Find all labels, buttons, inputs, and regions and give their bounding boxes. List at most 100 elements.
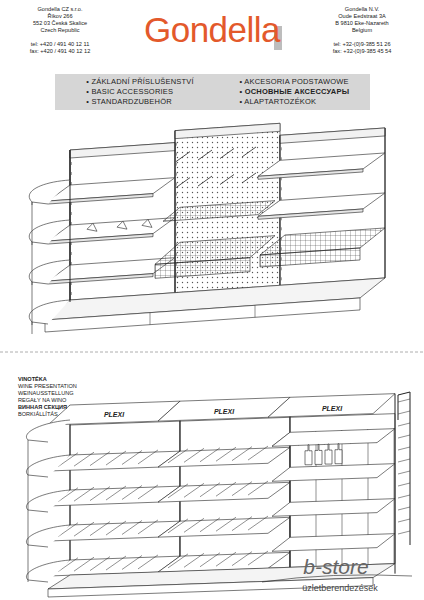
end-cap-shelf [29, 180, 70, 204]
bottle-rail [200, 518, 220, 532]
bottle-rail [200, 483, 220, 497]
bottle-rail [184, 448, 204, 462]
end-cap-shelf [26, 490, 70, 512]
upright-slot [71, 222, 72, 225]
shelf-divider [87, 223, 97, 231]
header-text: REGAŁY NA WINO [18, 397, 66, 403]
header-text: Gondella CZ s.r.o. [37, 6, 82, 12]
wire-basket [260, 248, 360, 267]
upright-slot [176, 193, 177, 196]
header-text: VINOTÉKA [18, 376, 47, 382]
upright-slot [71, 262, 72, 265]
upright-slot [176, 203, 177, 206]
band-column: • AKCESORIA PODSTAWOWE• ОСНОВНЫЕ АКСЕССУ… [240, 77, 350, 107]
upright-slot [176, 143, 177, 146]
bottle-rail [248, 446, 268, 460]
plexi-label: PLEXI [213, 408, 235, 416]
category-text: • STANDARDZUBEHÖR [86, 97, 193, 107]
bottle-rail [248, 516, 268, 530]
bottle-rail [74, 522, 94, 536]
bottle-rail [168, 449, 188, 463]
upright-slot [281, 157, 282, 160]
category-text: • ALAPTARTOZÉKOK [240, 97, 350, 107]
bottle-rail [106, 556, 126, 570]
band-column: • ZÁKLADNÍ PŘÍSLUŠENSTVÍ• BASIC ACCESSOR… [86, 77, 193, 107]
shelf-divider [142, 219, 152, 227]
bottle-rail [184, 553, 204, 567]
end-cap-shelf [29, 300, 70, 324]
end-cap-shelf [29, 220, 70, 244]
category-band: • ZÁKLADNÍ PŘÍSLUŠENSTVÍ• BASIC ACCESSOR… [55, 74, 370, 110]
wine-bottle [305, 445, 312, 465]
end-cap-shelf [26, 525, 70, 547]
wire-basket [155, 258, 250, 279]
bottle-rail [122, 520, 142, 534]
upright-slot [281, 147, 282, 150]
upright-slot [71, 182, 72, 185]
upright-slot [281, 277, 282, 280]
end-cap-shelf [26, 420, 70, 442]
peg-hook [220, 175, 234, 185]
side-frame-rung [398, 507, 410, 510]
bottle-rail [74, 487, 94, 501]
bottle-shelf [48, 521, 180, 541]
end-cap-shelf [26, 560, 70, 582]
header-text: ВИННАЯ СЕКЦИЯ [18, 404, 67, 410]
upright-slot [176, 183, 177, 186]
bottle-rail [106, 486, 126, 500]
side-frame-rung [398, 411, 410, 414]
side-frame [398, 395, 399, 420]
page-divider [0, 352, 424, 353]
shelf-edge [258, 209, 363, 219]
peg-hook [220, 149, 234, 159]
wine-bottle [325, 444, 332, 464]
wire-basket [163, 201, 275, 222]
bottle-rail [200, 553, 220, 567]
shelf-divider [117, 221, 127, 229]
bottle-rail [122, 485, 142, 499]
bottle-rail [184, 518, 204, 532]
upright-slot [176, 153, 177, 156]
bottle-rail [216, 482, 236, 496]
bottle-rail [90, 452, 110, 466]
upright [395, 394, 396, 574]
peg-hook [198, 176, 212, 186]
header-text: Belgium [352, 27, 372, 33]
cubby-shelf [272, 499, 395, 517]
header-text: WINE PRESENTATION [18, 383, 77, 389]
bottle-rail [138, 520, 158, 534]
bottle-rail [90, 522, 110, 536]
side-frame-rung [398, 423, 410, 426]
end-cap-shelf [26, 455, 70, 477]
category-text: • ZÁKLADNÍ PŘÍSLUŠENSTVÍ [86, 77, 193, 87]
upright-slot [176, 233, 177, 236]
peg-hook [198, 150, 212, 160]
side-frame-rung [398, 447, 410, 450]
header-text: Říkov 266 [47, 13, 72, 19]
bottle-rail [90, 557, 110, 571]
bottle-rail [122, 450, 142, 464]
bottle-rail [168, 554, 188, 568]
header-strip [280, 128, 385, 143]
upright-slot [281, 267, 282, 270]
bottle-rail [232, 517, 252, 531]
bottle-rail [184, 483, 204, 497]
upright-slot [281, 197, 282, 200]
shelf-edge [48, 194, 153, 204]
header-text: tel: +420 / 491 40 12 11 [31, 41, 90, 47]
bottle-shelf [158, 482, 290, 502]
cubby-shelf [272, 534, 395, 552]
bottle-shelf [48, 486, 180, 506]
bottle-rail [248, 481, 268, 495]
peg-hook [176, 152, 190, 162]
upright [385, 128, 386, 278]
plexi-label: PLEXI [103, 411, 125, 419]
company-logo: Gondella [144, 10, 280, 50]
upright-slot [71, 162, 72, 165]
upright-slot [176, 173, 177, 176]
upright-slot [176, 223, 177, 226]
side-frame [410, 392, 411, 545]
plexi-label: PLEXI [321, 405, 343, 413]
bottle-rail [232, 552, 252, 566]
bottle-rail [138, 555, 158, 569]
